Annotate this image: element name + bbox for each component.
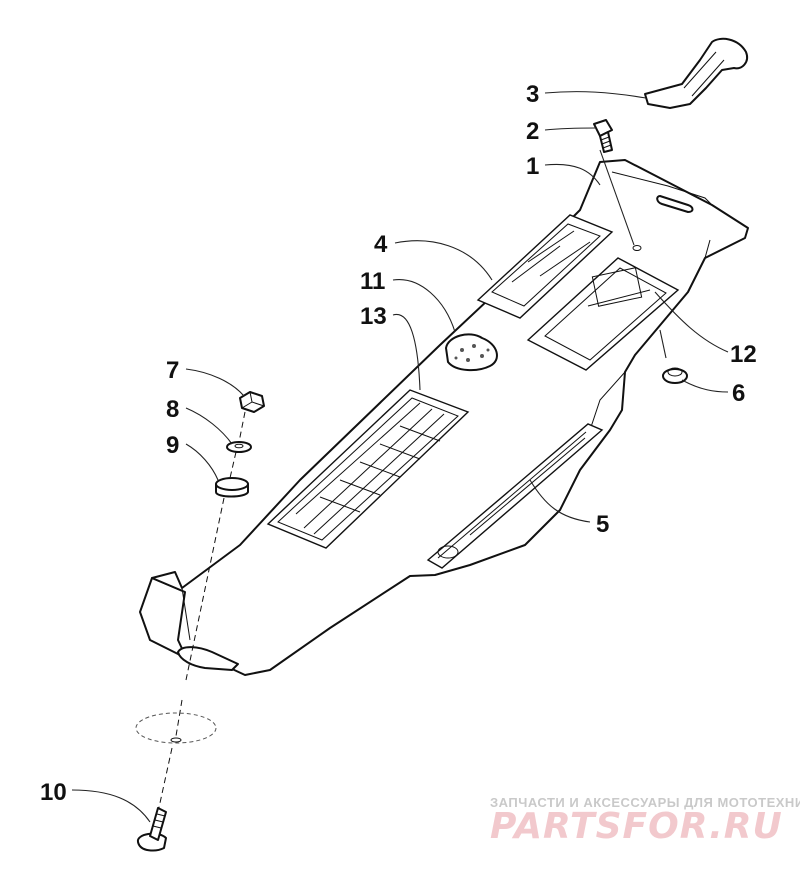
callout-5: 5: [596, 511, 609, 538]
part-3-latch: [644, 37, 748, 109]
callout-6: 6: [732, 380, 745, 407]
part-11-pad: [445, 333, 498, 372]
leader-lines: [71, 91, 729, 823]
decal-4: [476, 214, 614, 319]
part-9-spacer: [215, 477, 249, 498]
callout-3: 3: [526, 81, 539, 108]
callout-10: 10: [40, 779, 67, 806]
callout-7: 7: [166, 357, 179, 384]
watermark-tagline: ЗАПЧАСТИ И АКСЕССУАРЫ ДЛЯ МОТОТЕХНИКИ: [490, 795, 800, 810]
decal-12: [526, 257, 680, 371]
callouts: 3 2 1 4 11 13 12 6 5 7 8 9 10: [40, 81, 757, 806]
callout-8: 8: [166, 396, 179, 423]
watermark-brand: PARTSFOR.RU: [490, 806, 783, 847]
callout-13: 13: [360, 303, 387, 330]
callout-11: 11: [360, 268, 385, 295]
callout-12: 12: [730, 341, 757, 368]
decal-13: [266, 389, 470, 549]
part-10-bolt: [137, 807, 167, 852]
callout-4: 4: [374, 231, 388, 258]
part-8-washer: [226, 441, 252, 453]
callout-2: 2: [526, 118, 539, 145]
part-7-nut: [239, 391, 265, 413]
callout-1: 1: [526, 153, 539, 180]
part-5-strip: [426, 423, 604, 569]
part-6-grommet: [662, 367, 688, 384]
part-2-bolt: [593, 119, 613, 153]
watermark: ЗАПЧАСТИ И АКСЕССУАРЫ ДЛЯ МОТОТЕХНИКИ PA…: [490, 795, 800, 847]
callout-9: 9: [166, 432, 179, 459]
gasket: [135, 712, 217, 744]
